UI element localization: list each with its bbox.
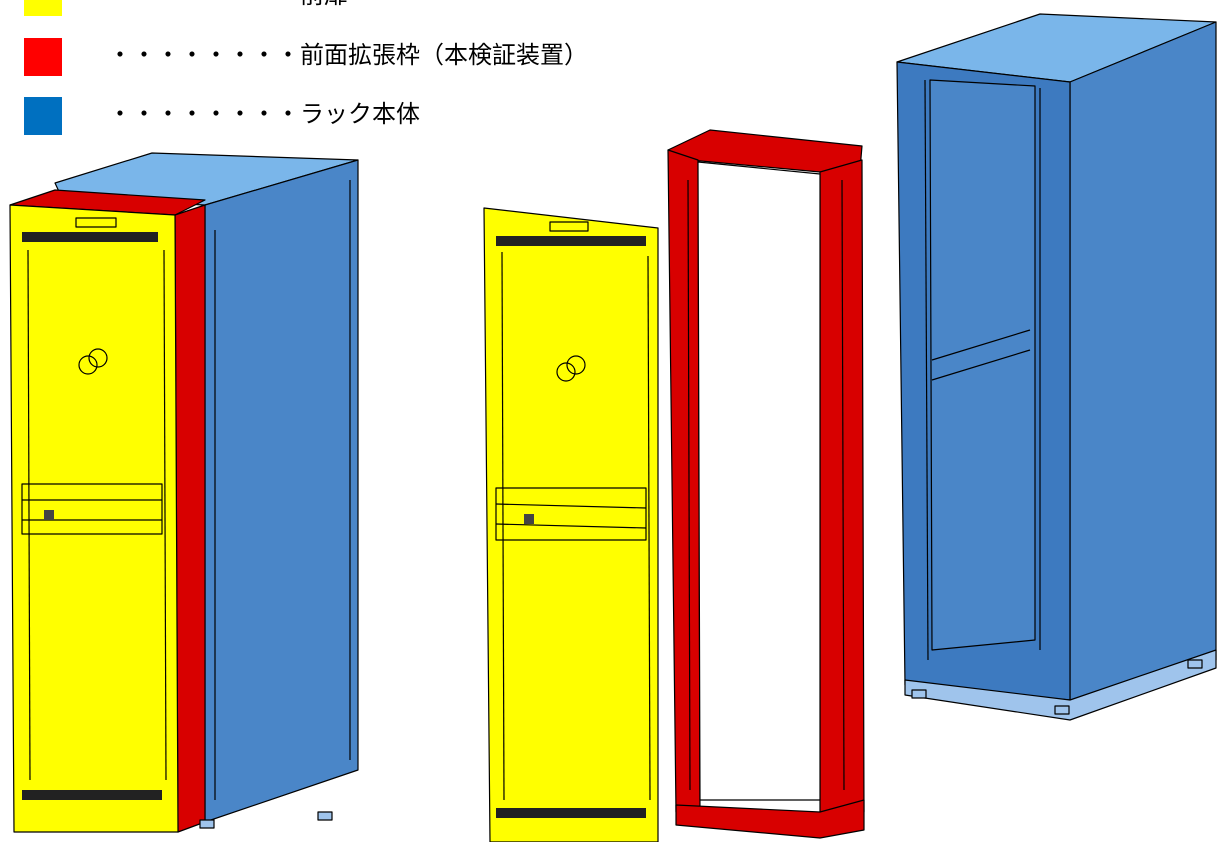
exploded-front-door [483, 207, 659, 842]
legend-swatch-yellow [24, 0, 62, 16]
assembled-door-logo [75, 217, 117, 228]
assembled-front-door [9, 204, 179, 833]
legend-swatch-blue [24, 97, 62, 135]
assembled-frame-side [174, 204, 206, 833]
exploded-rack-body [896, 13, 1217, 721]
exploded-door-bottom-vent [496, 808, 646, 818]
legend-label-rack-body: ・・・・・・・・ラック本体 [108, 100, 420, 128]
assembled-rack [9, 152, 359, 833]
frame-left-post [667, 149, 701, 813]
exploded-door-panel [483, 207, 659, 842]
legend-label-front-door: ・・・・・・・・前扉 [108, 0, 348, 12]
exploded-door-logo [549, 221, 589, 232]
assembled-rack-side [204, 159, 359, 823]
assembled-door-bottom-vent [22, 790, 162, 800]
rack-body-base [904, 649, 1217, 721]
assembled-door-handle-panel [21, 483, 163, 535]
assembled-door-emblem [78, 355, 98, 375]
exploded-door-top-vent [496, 236, 646, 246]
assembled-door-top-vent [22, 232, 158, 242]
exploded-extension-frame [667, 129, 865, 839]
legend-swatch-red [24, 38, 62, 76]
frame-bottom [675, 799, 865, 839]
exploded-door-emblem [556, 362, 576, 382]
rack-body-side [1069, 21, 1217, 713]
frame-opening [697, 161, 821, 801]
exploded-door-handle-panel [495, 487, 647, 541]
legend-label-extension-frame: ・・・・・・・・前面拡張枠（本検証装置） [108, 41, 588, 69]
